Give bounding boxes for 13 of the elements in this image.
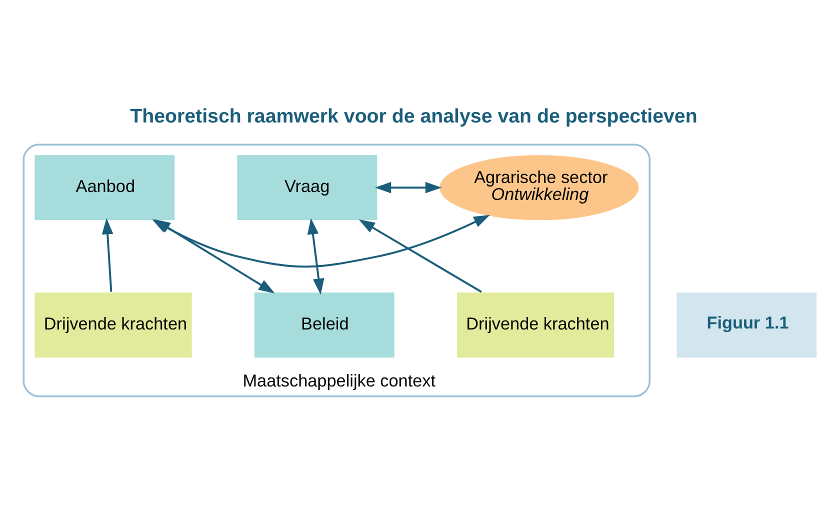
- arrow: [358, 218, 482, 292]
- node-box: Drijvende krachten: [456, 290, 616, 358]
- arrow: [307, 218, 324, 294]
- label: Figuur 1.1: [706, 312, 789, 332]
- node-box: Drijvende krachten: [33, 290, 194, 358]
- node-box: Aanbod: [33, 153, 176, 221]
- node-box: Vraag: [236, 153, 378, 221]
- arrow: [102, 218, 114, 292]
- arrow: [374, 181, 442, 193]
- diagram-title: Theoretisch raamwerk voor de analyse van de perspectieven: [130, 104, 698, 127]
- node-box: Beleid: [253, 290, 396, 358]
- node-ellipse: Agrarische sector Ontwikkeling: [438, 153, 640, 221]
- arrow: [154, 218, 275, 293]
